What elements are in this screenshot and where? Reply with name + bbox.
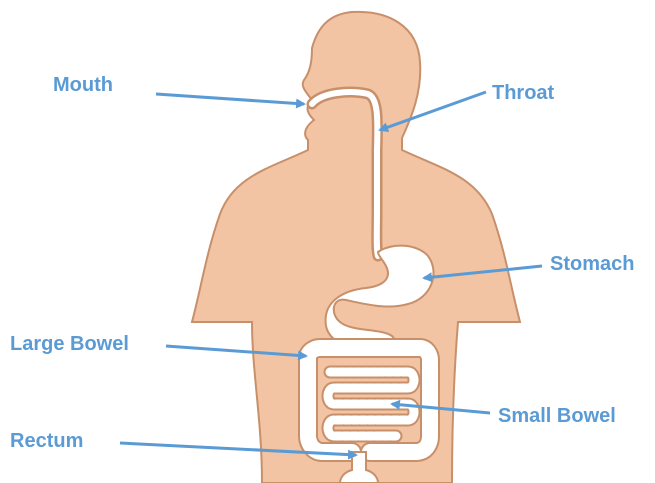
rectum-label: Rectum	[10, 431, 83, 451]
mouth-label: Mouth	[53, 75, 113, 95]
stomach-label: Stomach	[550, 254, 634, 274]
large-bowel-label: Large Bowel	[10, 334, 129, 354]
throat-label: Throat	[492, 83, 554, 103]
mouth-arrow	[156, 94, 304, 104]
small-bowel-label: Small Bowel	[498, 406, 616, 426]
